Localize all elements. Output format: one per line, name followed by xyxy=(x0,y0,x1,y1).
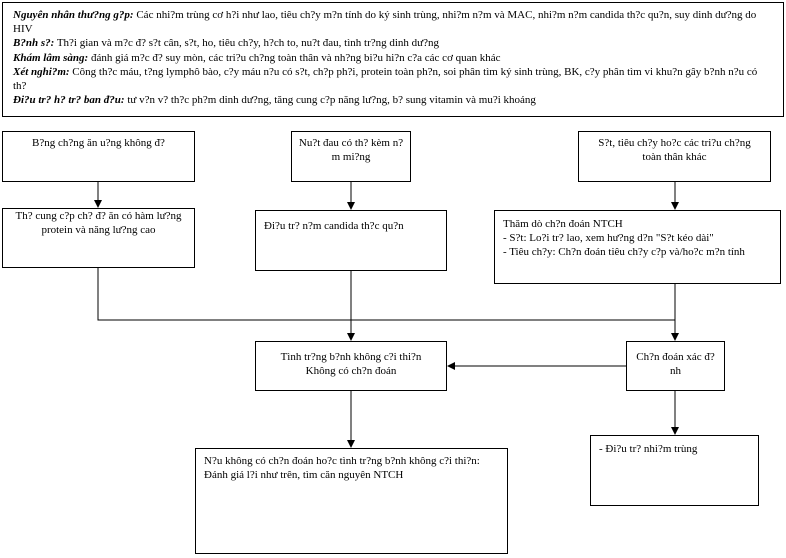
exam-line: Khám lâm sàng: đánh giá m?c đ? suy mòn, … xyxy=(13,51,773,65)
no-improvement-line1: Tình tr?ng b?nh không c?i thi?n xyxy=(280,351,422,363)
candida-treatment-text: Đi?u tr? n?m candida th?c qu?n xyxy=(264,220,404,232)
reassess-text: N?u không có ch?n đoán ho?c tình tr?ng b… xyxy=(204,455,480,481)
confirmed-diagnosis-text: Ch?n đoán xác đ?nh xyxy=(636,351,715,377)
fever-diarrhea-text: S?t, tiêu ch?y ho?c các tri?u ch?ng toàn… xyxy=(598,137,751,163)
test-text: Công th?c máu, t?ng lymphô bào, c?y máu … xyxy=(13,65,758,93)
cause-text: Các nhi?m trùng cơ h?i như lao, tiêu ch?… xyxy=(13,9,757,36)
nutrition-diet-text: Th? cung c?p ch? đ? ăn có hàm lư?ng prot… xyxy=(15,210,182,236)
oi-workup-diarrhea: - Tiêu ch?y: Ch?n đoán tiêu ch?y c?p và/… xyxy=(503,246,745,258)
history-label: B?nh s?: xyxy=(13,37,55,50)
nutrition-diet-box: Th? cung c?p ch? đ? ăn có hàm lư?ng prot… xyxy=(2,208,195,268)
inadequate-intake-box: B?ng ch?ng ăn u?ng không đ? xyxy=(2,131,195,182)
confirmed-diagnosis-box: Ch?n đoán xác đ?nh xyxy=(626,341,725,391)
history-line: B?nh s?: Th?i gian và m?c đ? s?t cân, s?… xyxy=(13,36,773,50)
cause-label: Nguyên nhân thư?ng g?p: xyxy=(13,9,134,21)
test-line: Xét nghi?m: Công th?c máu, t?ng lymphô b… xyxy=(13,65,773,93)
no-improvement-box: Tình tr?ng b?nh không c?i thi?n Không có… xyxy=(255,341,447,391)
oi-workup-box: Thăm dò ch?n đoán NTCH - S?t: Lo?i tr? l… xyxy=(494,210,781,284)
odynophagia-text: Nu?t đau có th? kèm n?m mi?ng xyxy=(298,137,404,163)
oi-workup-fever: - S?t: Lo?i tr? lao, xem hư?ng d?n "S?t … xyxy=(503,232,714,244)
connector-b4-merge xyxy=(97,268,675,321)
oi-workup-title: Thăm dò ch?n đoán NTCH xyxy=(503,218,623,230)
treat-label: Đi?u tr? h? tr? ban đ?u: xyxy=(13,94,125,107)
inadequate-intake-text: B?ng ch?ng ăn u?ng không đ? xyxy=(32,137,165,149)
treat-infection-text: - Đi?u tr? nhi?m trùng xyxy=(599,443,698,455)
history-text: Th?i gian và m?c đ? s?t cân, s?t, ho, ti… xyxy=(54,37,440,50)
exam-label: Khám lâm sàng: xyxy=(13,51,89,64)
odynophagia-box: Nu?t đau có th? kèm n?m mi?ng xyxy=(291,131,411,182)
treat-line: Đi?u tr? h? tr? ban đ?u: tư v?n v? th?c … xyxy=(13,93,773,107)
cause-line: Nguyên nhân thư?ng g?p: Các nhi?m trùng … xyxy=(13,8,773,36)
no-improvement-line2: Không có ch?n đoán xyxy=(305,365,397,377)
exam-text: đánh giá m?c đ? suy mòn, các tri?u ch?ng… xyxy=(88,51,501,64)
treat-text: tư v?n v? th?c ph?m dinh dư?ng, tăng cun… xyxy=(124,94,536,107)
summary-box: Nguyên nhân thư?ng g?p: Các nhi?m trùng … xyxy=(2,2,784,117)
fever-diarrhea-box: S?t, tiêu ch?y ho?c các tri?u ch?ng toàn… xyxy=(578,131,771,182)
candida-treatment-box: Đi?u tr? n?m candida th?c qu?n xyxy=(255,210,447,271)
reassess-box: N?u không có ch?n đoán ho?c tình tr?ng b… xyxy=(195,448,508,554)
treat-infection-box: - Đi?u tr? nhi?m trùng xyxy=(590,435,759,506)
test-label: Xét nghi?m: xyxy=(13,65,70,78)
